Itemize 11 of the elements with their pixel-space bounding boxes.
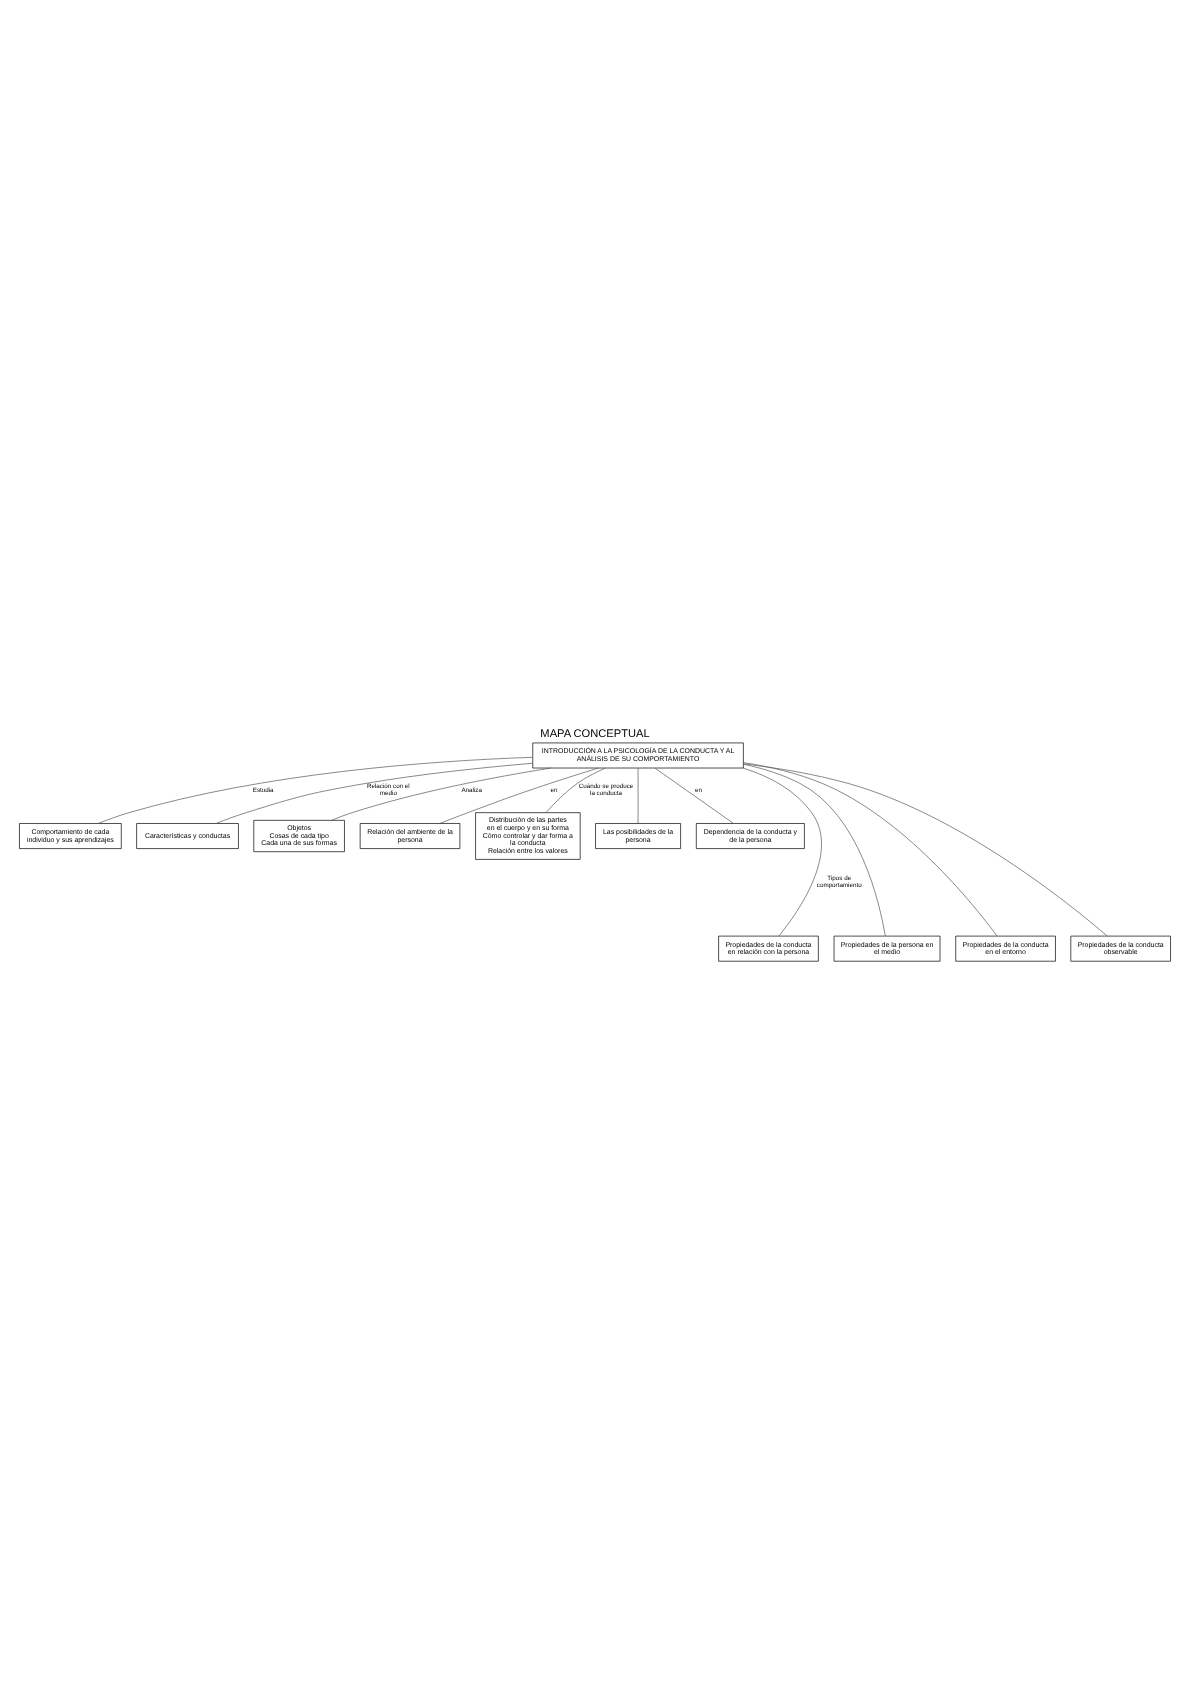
connector <box>439 766 599 823</box>
connector <box>331 766 552 820</box>
connector <box>215 761 533 823</box>
connector <box>742 766 822 936</box>
connector <box>743 762 886 936</box>
connector <box>743 761 998 936</box>
connector <box>654 766 734 823</box>
connector <box>743 762 1108 936</box>
connector <box>545 766 606 812</box>
connector <box>98 755 533 823</box>
connector <box>637 766 639 823</box>
